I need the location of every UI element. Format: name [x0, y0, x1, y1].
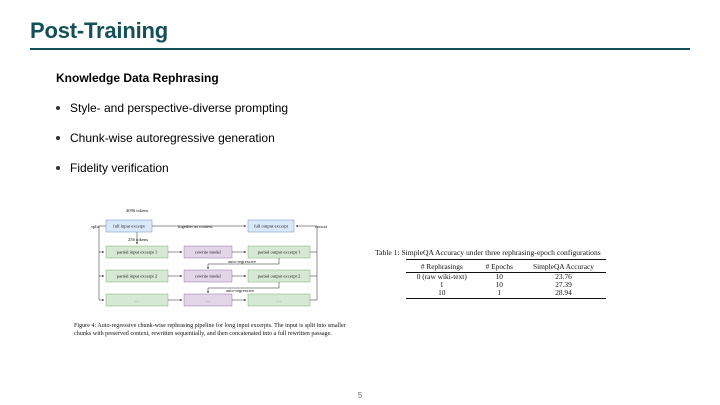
table-cell: 27.39 [555, 280, 572, 289]
auto-regressive-arrow-1 [207, 258, 280, 270]
bullet-dot-icon [56, 165, 60, 170]
auto-regressive-arrow-2 [207, 282, 280, 294]
bullet-list: Style- and perspective-diverse prompting… [56, 100, 288, 190]
concat-label: concat [315, 224, 328, 229]
table-header-row: # Rephrasings # Epochs SimpleQA Accuracy [406, 259, 606, 273]
split-label: split [91, 224, 100, 229]
column-header: # Rephrasings [406, 259, 478, 273]
table-cell: 0 (raw wiki-text) [416, 272, 467, 281]
slide-title: Post-Training [30, 18, 168, 43]
partial-input-1-label: partial input excerpt 1 [117, 250, 158, 255]
partial-input-2-label: partial input excerpt 2 [117, 274, 158, 279]
ellipsis-label: ... [135, 298, 138, 303]
auto-regressive-label-2: auto-regressive [226, 288, 254, 293]
page-number: 5 [357, 391, 363, 400]
full-output-box [247, 219, 295, 233]
bullet-dot-icon [56, 105, 60, 110]
rewrite-model-2-label: rewrite model [195, 274, 221, 279]
column-header: SimpleQA Accuracy [521, 259, 606, 273]
bullet-text: Fidelity verification [70, 160, 169, 175]
table-cell: 10 [495, 272, 503, 281]
table-caption: Table 1: SimpleQA Accuracy under three r… [375, 248, 601, 257]
table-row: 1 10 27.39 [406, 281, 606, 289]
ellipsis-label: ... [206, 298, 209, 303]
rephrasing-pipeline-diagram: 4096 tokens split together as context co… [88, 206, 348, 316]
pipeline-connectors [98, 225, 318, 301]
figure-caption: Figure 4: Auto-regressive chunk-wise rep… [74, 323, 346, 338]
partial-output-2-label: partial output excerpt 2 [258, 274, 301, 279]
table-cell: 23.76 [555, 272, 572, 281]
title-underline [30, 48, 690, 50]
partial-output-1-label: partial output excerpt 1 [258, 250, 301, 255]
bullet-dot-icon [56, 135, 60, 140]
full-input-label: full input excerpt [113, 224, 145, 229]
tokens-256-label: 256 tokens [128, 237, 148, 242]
auto-regressive-label-1: auto-regressive [228, 259, 256, 264]
bullet-item: Style- and perspective-diverse prompting [56, 100, 288, 115]
ellipsis-label: ... [277, 298, 280, 303]
pipeline-svg: 4096 tokens split together as context co… [91, 208, 328, 307]
bullet-item: Fidelity verification [56, 160, 288, 175]
bullet-item: Chunk-wise autoregressive generation [56, 130, 288, 145]
rewrite-model-1-label: rewrite model [195, 250, 221, 255]
table-cell: 28.94 [521, 289, 606, 299]
bullet-text: Style- and perspective-diverse prompting [70, 100, 289, 115]
simpleqa-results-table: # Rephrasings # Epochs SimpleQA Accuracy… [406, 259, 606, 299]
column-header: # Epochs [477, 259, 522, 273]
table-cell: 1 [439, 280, 444, 289]
full-output-label: full output excerpt [254, 224, 289, 229]
tokens-4096-label: 4096 tokens [126, 208, 149, 213]
table-row: 0 (raw wiki-text) 10 23.76 [406, 273, 606, 282]
table-row: 10 1 28.94 [406, 289, 606, 299]
table-cell: 10 [495, 280, 503, 289]
bullet-text: Chunk-wise autoregressive generation [70, 130, 275, 145]
table-cell: 1 [477, 289, 522, 299]
section-heading: Knowledge Data Rephrasing [56, 71, 219, 85]
together-as-context-label: together as context [178, 224, 213, 229]
table-cell: 10 [406, 289, 478, 299]
